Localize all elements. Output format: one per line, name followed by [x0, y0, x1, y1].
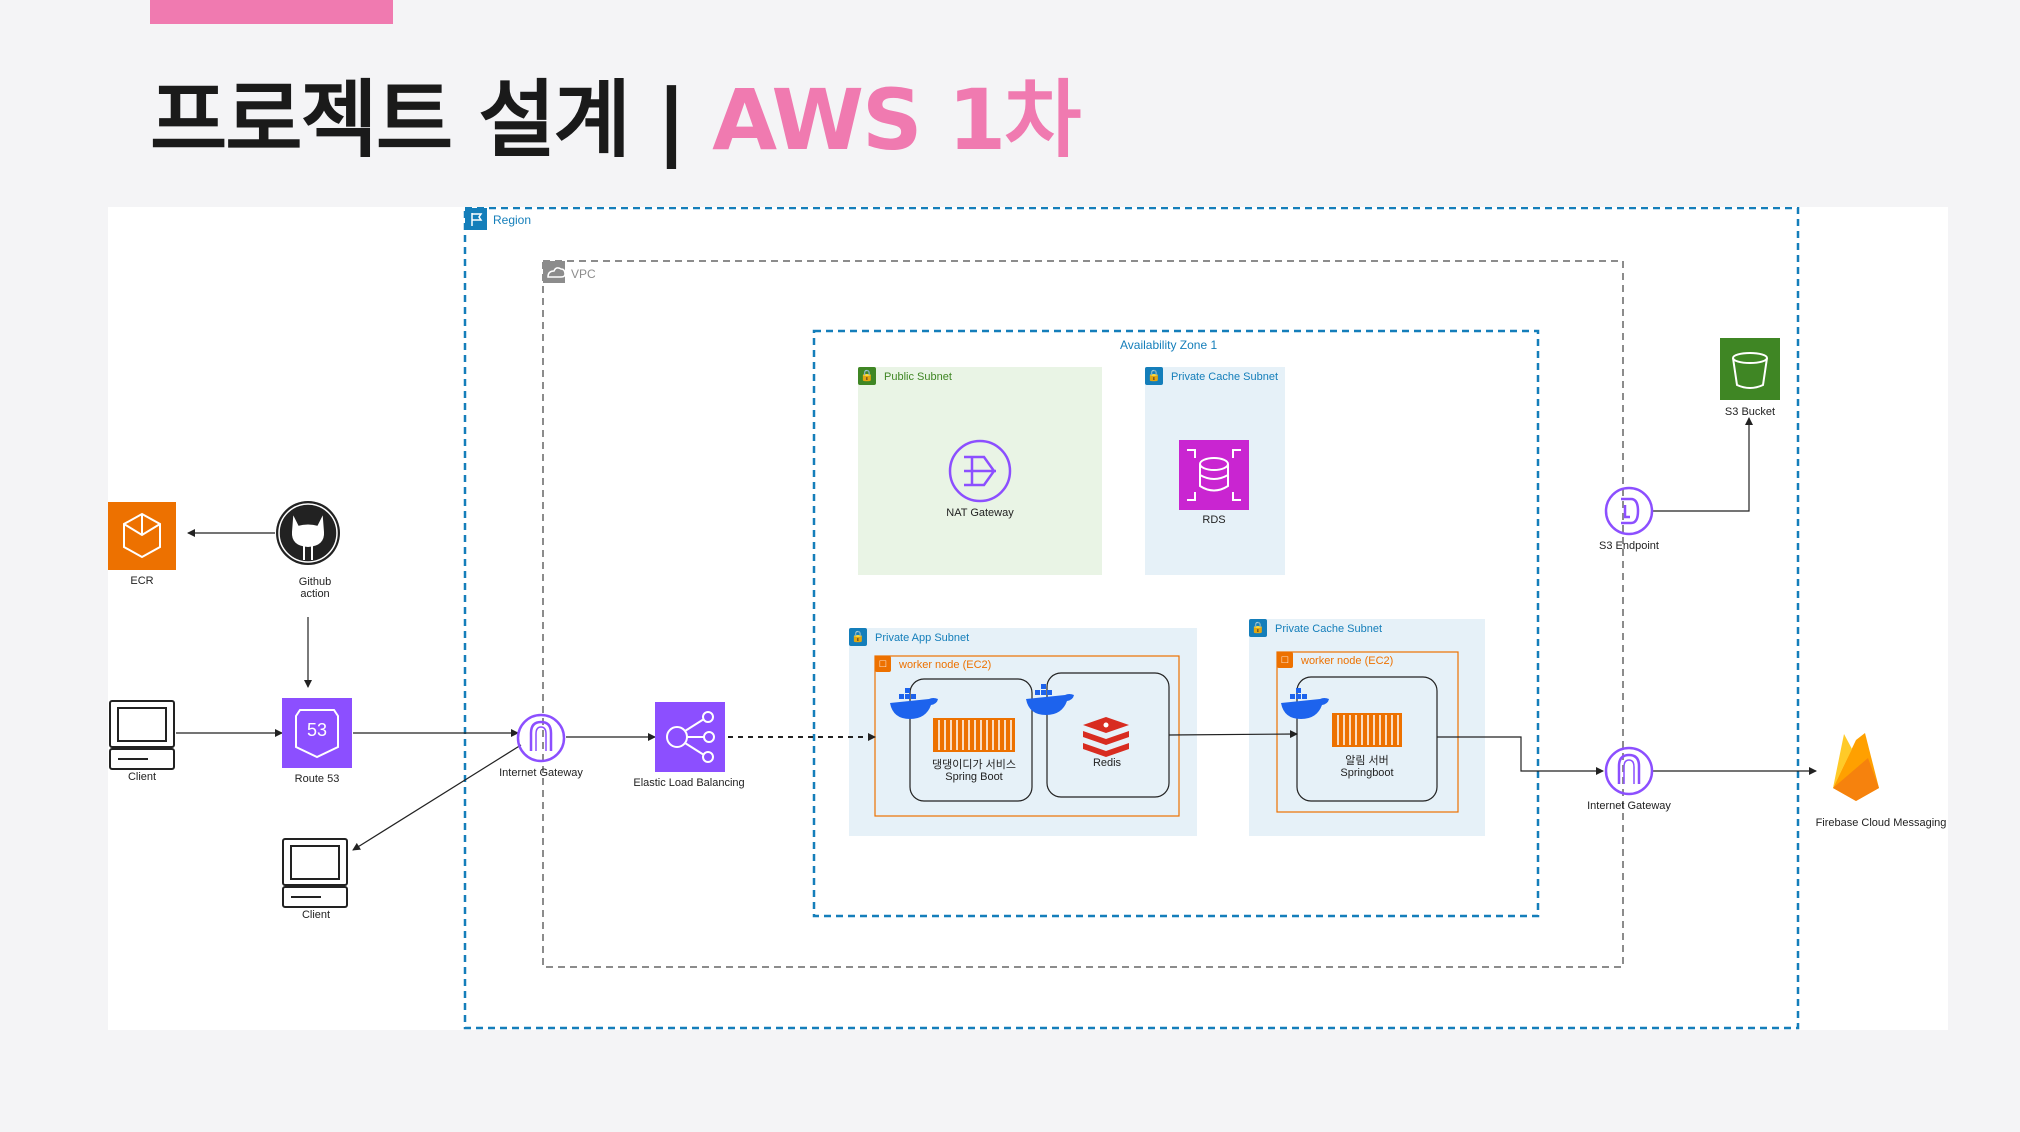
github-label: Github action — [298, 576, 332, 600]
private-cache-subnet-bottom-label: Private Cache Subnet — [1275, 623, 1383, 635]
lock-icon: 🔒 — [858, 367, 876, 385]
architecture-diagram: Region VPC Availability Zone 1 🔒 Public … — [108, 207, 1948, 1030]
private-app-subnet-box — [849, 628, 1197, 836]
lock-icon: 🔒 — [1249, 619, 1267, 637]
worker-node-2-label: worker node (EC2) — [1301, 655, 1394, 667]
client-bottom-label: Client — [301, 909, 331, 921]
internet-gateway-left-icon — [516, 713, 566, 763]
docker-icon-3 — [1281, 688, 1329, 719]
load-balancer-icon — [655, 702, 725, 772]
redis-icon — [1083, 717, 1129, 757]
s3-bucket-label: S3 Bucket — [1724, 406, 1776, 418]
client-left-label: Client — [127, 771, 157, 783]
client-left-icon — [109, 700, 175, 770]
fcm-label: Firebase Cloud Messaging — [1815, 817, 1947, 829]
edge-endpoint-s3 — [1653, 417, 1753, 512]
route53-icon — [282, 698, 352, 768]
spring-label: 댕댕이디가 서비스 Spring Boot — [931, 759, 1017, 783]
private-app-subnet-label: Private App Subnet — [875, 632, 970, 644]
nat-gateway-icon — [948, 439, 1012, 503]
ec2-icon: □ — [875, 656, 891, 672]
ecr-icon — [108, 502, 176, 570]
vpc-box — [542, 260, 1624, 968]
vpc-cloud-icon — [543, 261, 565, 283]
elb-label: Elastic Load Balancing — [633, 777, 745, 789]
title-main: 프로젝트 설계 | — [150, 71, 713, 169]
edge-igw-client — [352, 744, 522, 851]
rds-label: RDS — [1202, 514, 1226, 526]
github-icon — [276, 501, 340, 565]
title-accent: AWS 1차 — [712, 71, 1081, 169]
container-icon-1 — [933, 718, 1015, 752]
public-subnet-label: Public Subnet — [884, 371, 952, 383]
redis-label: Redis — [1092, 757, 1122, 769]
region-box — [463, 207, 1800, 1030]
s3-endpoint-label: S3 Endpoint — [1599, 540, 1659, 552]
worker-node-1-label: worker node (EC2) — [899, 659, 992, 671]
availability-zone-box — [812, 329, 1540, 918]
client-bottom-icon — [282, 838, 348, 908]
ecr-label: ECR — [130, 575, 154, 587]
route53-badge: 53 — [306, 720, 328, 740]
route53-label: Route 53 — [294, 773, 340, 785]
edge-redis-alarm — [1168, 730, 1298, 739]
availability-zone-label: Availability Zone 1 — [1120, 338, 1218, 352]
alarm-box — [1296, 676, 1438, 802]
igw-right-label: Internet Gateway — [1587, 800, 1671, 812]
page-title: 프로젝트 설계 | AWS 1차 — [150, 78, 1081, 162]
lock-icon: 🔒 — [1145, 367, 1163, 385]
region-flag-icon — [465, 208, 487, 230]
container-icon-2 — [1332, 713, 1402, 747]
vpc-label: VPC — [571, 267, 596, 281]
ec2-icon: □ — [1277, 652, 1293, 668]
edge-alarm-igw — [1437, 736, 1604, 775]
diagram-svg — [108, 207, 1879, 1030]
accent-bar — [150, 0, 393, 24]
docker-icon-1 — [890, 688, 938, 719]
igw-left-label: Internet Gateway — [499, 767, 583, 779]
s3-bucket-icon — [1720, 338, 1780, 400]
nat-label: NAT Gateway — [946, 507, 1014, 519]
worker-node-2-box — [1276, 651, 1459, 813]
docker-icon-2 — [1026, 684, 1074, 715]
spring-box — [909, 678, 1033, 802]
private-cache-subnet-top-label: Private Cache Subnet — [1171, 371, 1279, 383]
s3-endpoint-icon — [1604, 486, 1654, 536]
internet-gateway-right-icon — [1604, 746, 1654, 796]
rds-icon — [1179, 440, 1249, 510]
region-label: Region — [493, 213, 532, 227]
alarm-label: 알림 서버 Springboot — [1340, 755, 1394, 779]
lock-icon: 🔒 — [849, 628, 867, 646]
firebase-icon — [1833, 733, 1879, 801]
